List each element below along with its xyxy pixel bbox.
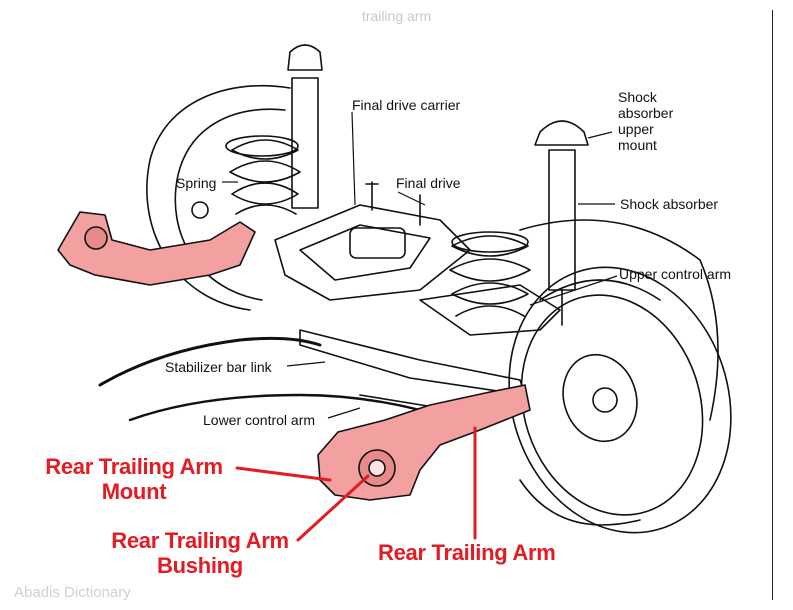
left-wheel-hub [191, 201, 209, 219]
callout-line: Bushing [157, 553, 243, 578]
frame-edge [772, 10, 773, 600]
label-final-drive-carrier: Final drive carrier [352, 97, 461, 113]
right-spring [449, 235, 531, 317]
final-drive-carrier [274, 204, 471, 301]
leader-shock-mount [587, 131, 613, 139]
right-wheel-hub [562, 353, 638, 443]
left-spring [229, 139, 301, 215]
right-wheel-tyre [508, 266, 732, 534]
leader-stabilizer [286, 361, 326, 367]
label-line: Shock [618, 89, 657, 105]
label-spring: Spring [176, 175, 217, 191]
label-shock-absorber: Shock absorber [620, 196, 719, 212]
stabilizer-bar [98, 336, 322, 387]
right-shock-cap [534, 120, 589, 146]
left-trailing-arm [57, 211, 256, 286]
leader-lower-control-arm [327, 407, 361, 419]
upper-control-arm [419, 284, 561, 336]
bottom-watermark: Abadis Dictionary [14, 584, 131, 601]
label-stabilizer-bar-link: Stabilizer bar link [165, 359, 272, 375]
label-line: mount [618, 137, 657, 153]
lower-control-arm [299, 329, 526, 396]
callout-line: Rear Trailing Arm [111, 528, 289, 553]
label-final-drive: Final drive [396, 175, 461, 191]
left-wheel [146, 84, 291, 311]
label-shock-absorber-upper-mount: Shock absorber upper mount [618, 89, 673, 153]
leader-upper-control-arm [529, 275, 618, 306]
left-shock-tube [291, 77, 319, 209]
leader-bushing [296, 474, 370, 542]
right-trailing-arm [317, 384, 531, 501]
leader-mount [235, 466, 332, 482]
leader-final-drive-carrier [351, 111, 356, 206]
callout-rear-trailing-arm: Rear Trailing Arm [378, 540, 556, 565]
callout-line: Mount [101, 479, 167, 504]
left-shock-cap [287, 44, 323, 71]
leader-final-drive [397, 191, 426, 206]
label-lower-control-arm: Lower control arm [203, 412, 316, 428]
callout-rear-trailing-arm-mount: Rear Trailing Arm Mount [34, 454, 234, 504]
top-watermark: trailing arm [361, 8, 432, 24]
callout-rear-trailing-arm-bushing: Rear Trailing Arm Bushing [100, 528, 300, 578]
label-upper-control-arm: Upper control arm [619, 266, 732, 282]
final-drive [349, 227, 406, 259]
callout-line: Rear Trailing Arm [45, 454, 223, 479]
label-line: upper [618, 121, 654, 137]
label-line: absorber [618, 105, 674, 121]
